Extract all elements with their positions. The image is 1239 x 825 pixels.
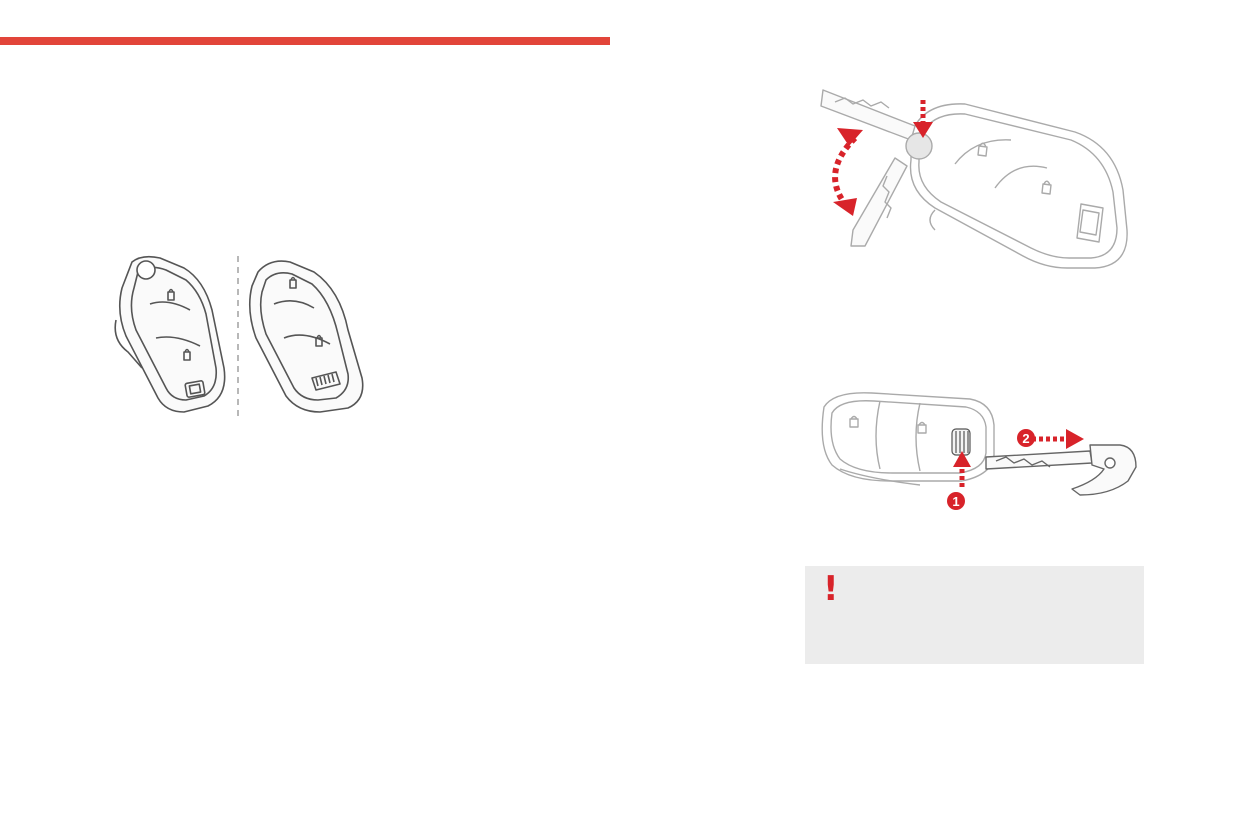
step-2-label: 2: [1022, 431, 1029, 446]
header-accent-bar: [0, 37, 610, 45]
key-extraction-icon: 1 2: [821, 392, 1137, 510]
folding-key-icon: [820, 89, 1128, 269]
step-1-label: 1: [952, 494, 959, 509]
warning-exclamation-icon: !: [823, 569, 839, 609]
key-fobs-icon: [114, 255, 364, 418]
warning-box: !: [805, 566, 1144, 664]
